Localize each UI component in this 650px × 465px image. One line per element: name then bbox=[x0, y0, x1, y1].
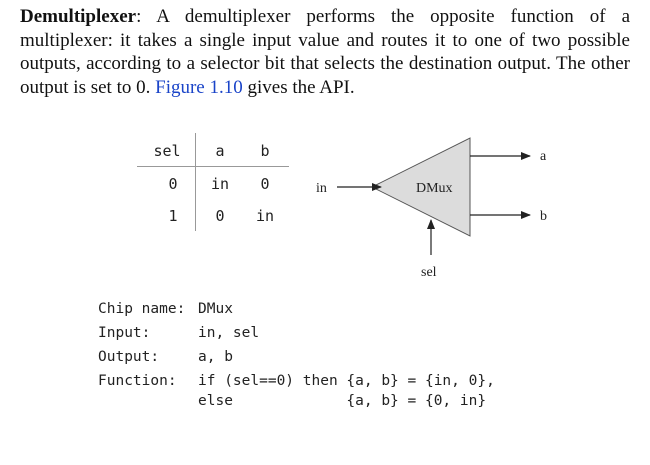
selector-label: sel bbox=[421, 265, 437, 280]
api-function-line1: if (sel==0) then {a, b} = {in, 0}, bbox=[198, 373, 495, 389]
input-label: in bbox=[316, 181, 327, 196]
api-chip-name-value: DMux bbox=[198, 301, 233, 317]
api-output-value: a, b bbox=[198, 349, 233, 365]
api-function-key: Function: bbox=[98, 373, 177, 389]
paragraph-tail: gives the API. bbox=[242, 76, 355, 98]
output-b-label: b bbox=[540, 209, 547, 224]
api-spec: Chip name: DMux Input: in, sel Output: a… bbox=[98, 297, 495, 409]
api-output-key: Output: bbox=[98, 349, 160, 365]
api-input-row: Input: in, sel bbox=[98, 321, 259, 345]
api-chip-name-row: Chip name: DMux bbox=[98, 297, 233, 321]
api-input-key: Input: bbox=[98, 325, 151, 341]
description-paragraph: Demultiplexer: A demultiplexer performs … bbox=[20, 5, 630, 99]
api-function-row: Function: if (sel==0) then {a, b} = {in,… bbox=[98, 369, 495, 389]
chip-label: DMux bbox=[416, 181, 453, 196]
api-output-row: Output: a, b bbox=[98, 345, 233, 369]
api-function-line2: else {a, b} = {0, in} bbox=[198, 393, 487, 409]
figure-link[interactable]: Figure 1.10 bbox=[155, 76, 243, 98]
term-demultiplexer: Demultiplexer bbox=[20, 6, 137, 27]
paragraph-body: : A demultiplexer performs the opposite … bbox=[20, 6, 630, 98]
dmux-chip-body bbox=[370, 137, 471, 237]
api-function-row-2: else {a, b} = {0, in} bbox=[98, 389, 486, 409]
api-chip-name-key: Chip name: bbox=[98, 301, 186, 317]
api-input-value: in, sel bbox=[198, 325, 260, 341]
output-a-label: a bbox=[540, 149, 547, 164]
